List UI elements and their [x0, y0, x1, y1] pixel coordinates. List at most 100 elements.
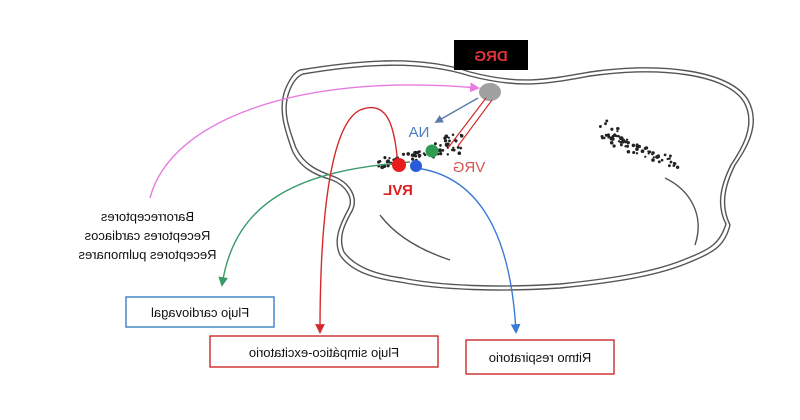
neuron-dot	[663, 153, 667, 157]
neuron-dot	[386, 164, 390, 168]
drg-to-na-arrow	[434, 97, 479, 123]
neuron-dot	[452, 148, 456, 152]
receptor-item: Receptores cardiacos	[84, 228, 210, 243]
neuron-dot	[675, 165, 680, 169]
neuron-dot	[643, 146, 647, 150]
neuron-dot	[648, 150, 652, 154]
drg-label: DRG	[474, 48, 507, 65]
neuron-dot	[626, 149, 631, 154]
neuron-dot	[422, 152, 426, 155]
drg-to-vrg-line-1	[447, 97, 487, 149]
rvl-label: RVL	[383, 182, 413, 199]
rvl-dot	[392, 158, 406, 172]
cardiovagal-arrow	[218, 161, 411, 287]
respiratorio-box: Ritmo respiratorio	[465, 339, 615, 375]
neuron-dot	[441, 149, 445, 152]
neuron-dot	[612, 144, 616, 148]
neuron-dot	[619, 143, 623, 147]
neuron-dot	[605, 119, 609, 123]
neuron-dot	[604, 133, 608, 137]
neuron-dot	[451, 133, 455, 136]
neuron-dot	[617, 135, 620, 138]
neuron-dot	[433, 142, 437, 146]
neuron-dot	[668, 157, 671, 160]
respiratorio-text: Ritmo respiratorio	[489, 350, 592, 365]
neuron-dot	[635, 152, 639, 155]
neuron-dot	[632, 150, 636, 155]
cardiovagal-text: Flujo cardiovagal	[151, 305, 249, 320]
drg-label-box: DRG	[454, 40, 528, 70]
simpatico-arrow	[315, 106, 399, 334]
na-dot	[425, 144, 439, 158]
neuron-dot	[443, 136, 447, 140]
afferent-arrow	[149, 82, 480, 199]
right-neuron-cluster	[598, 119, 680, 169]
neuron-dot	[651, 158, 655, 162]
neuron-dot	[609, 136, 612, 139]
neuron-dot	[651, 151, 655, 155]
receptor-list: Barorreceptores Receptores cardiacos Rec…	[78, 209, 217, 262]
neuron-dot	[635, 144, 640, 148]
neuron-dot	[669, 160, 673, 164]
receptor-item: Barorreceptores	[100, 209, 194, 224]
neuron-dot	[604, 122, 607, 126]
neuron-dot	[668, 154, 672, 158]
neuron-dot	[401, 152, 406, 156]
neuron-dot	[619, 136, 624, 140]
neuron-dot	[459, 146, 463, 150]
simpatico-box: Flujo simpático-excitatorio	[209, 335, 439, 368]
neuron-dot	[383, 156, 387, 160]
neuron-dot	[635, 147, 639, 151]
neuron-dot	[444, 142, 449, 147]
neuron-dot	[667, 164, 671, 168]
neuron-dot	[438, 148, 442, 153]
neuron-dot	[609, 141, 614, 145]
neuron-dot	[672, 161, 676, 165]
neuron-dot	[610, 127, 614, 131]
neuron-dot	[406, 152, 411, 156]
neuron-dot	[602, 136, 606, 140]
neuron-dot	[413, 154, 417, 158]
neuron-dot	[619, 140, 623, 144]
neuron-dot	[616, 127, 620, 130]
neuron-dot	[388, 157, 391, 160]
neuron-dot	[446, 153, 450, 156]
neuron-dot	[380, 165, 385, 170]
neuron-dot	[610, 137, 615, 141]
neuron-dot	[640, 149, 645, 154]
receptor-item: Receptores pulmonares	[78, 247, 217, 262]
na-label: NA	[409, 124, 430, 141]
neuron-dot	[443, 139, 448, 143]
neuron-dot	[410, 157, 415, 161]
neuron-dot	[660, 158, 664, 162]
neuron-dot	[459, 133, 463, 137]
neuron-dot	[447, 136, 450, 139]
vrg-label: VRG	[453, 159, 486, 176]
neuron-dot	[625, 144, 630, 148]
neuron-dot	[644, 155, 647, 158]
neuron-dot	[652, 156, 655, 159]
drg-to-vrg-line-2	[457, 99, 493, 147]
neuron-dot	[601, 137, 604, 140]
neuron-dot	[615, 134, 618, 138]
neuron-dot	[456, 145, 460, 149]
neuron-dot	[383, 165, 386, 168]
neuron-dot	[616, 129, 619, 133]
medulla-outline	[281, 60, 754, 291]
respiratorio-arrow	[415, 167, 521, 334]
neuron-dot	[377, 160, 381, 164]
neuron-dot	[656, 155, 661, 159]
neuron-dot	[385, 160, 389, 164]
drg-dot	[479, 83, 501, 101]
neuron-dot	[631, 143, 636, 148]
neuron-dot	[607, 136, 610, 139]
neuron-dot	[410, 153, 415, 157]
neuron-dot	[624, 145, 627, 148]
cardiovagal-box: Flujo cardiovagal	[125, 296, 275, 328]
neuron-dot	[448, 139, 451, 143]
neuron-dot	[598, 125, 602, 128]
neuron-dot	[611, 134, 615, 138]
neuron-dot	[452, 146, 455, 149]
